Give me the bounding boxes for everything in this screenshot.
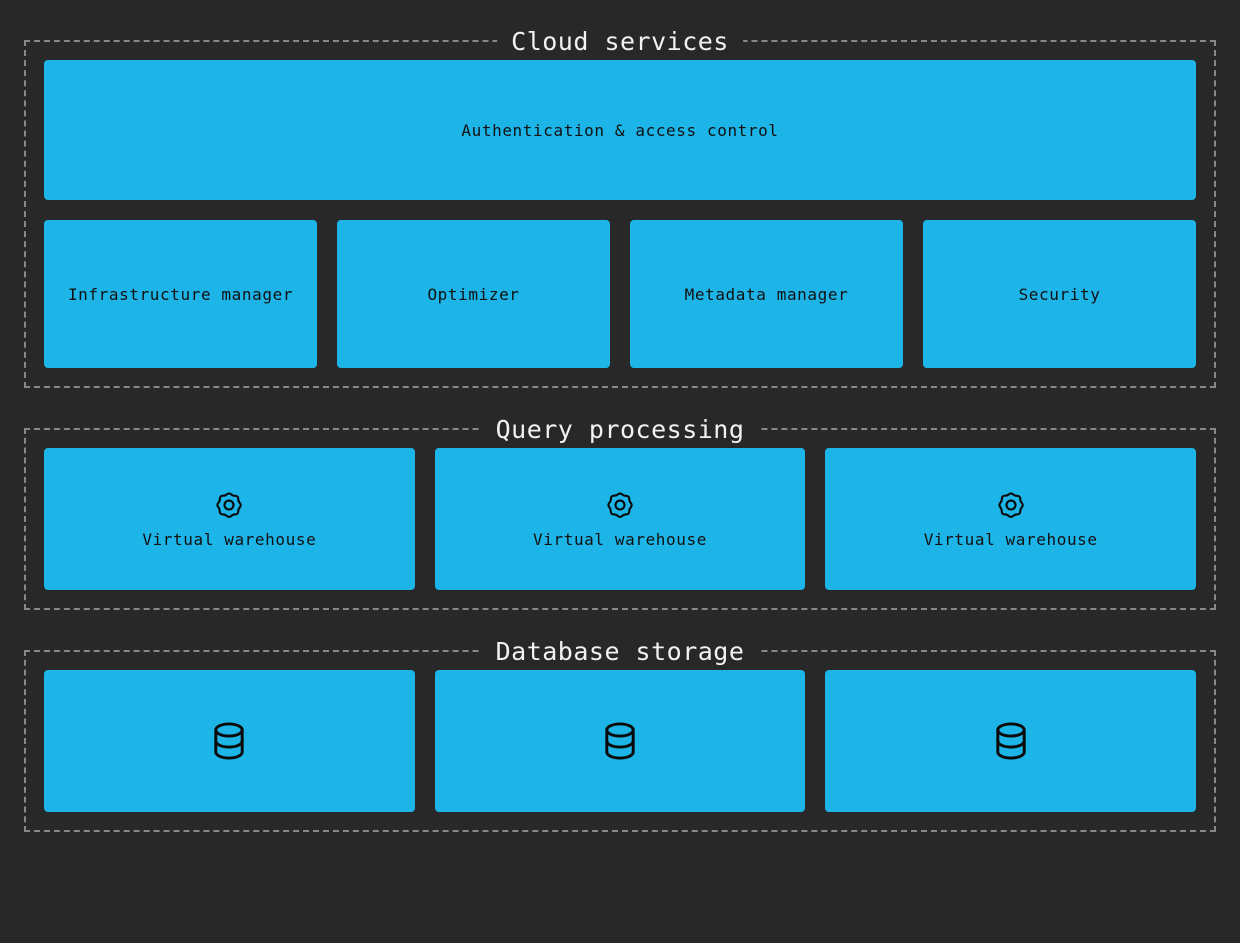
section-body-database-storage [26,652,1214,830]
node-storage-3[interactable] [825,670,1197,812]
section-title-query-processing: Query processing [481,415,759,445]
node-label: Authentication & access control [461,120,779,140]
node-label: Optimizer [427,284,520,304]
row-auth: Authentication & access control [44,60,1196,200]
row-storage [44,670,1197,812]
node-storage-2[interactable] [434,670,806,812]
section-title-cloud-services: Cloud services [497,27,743,57]
section-cloud-services: Cloud services Authentication & access c… [24,27,1216,388]
row-services: Infrastructure manager Optimizer Metadat… [44,220,1196,368]
node-label: Virtual warehouse [533,529,707,549]
gear-icon [214,490,244,520]
node-virtual-warehouse-1[interactable]: Virtual warehouse [44,448,415,590]
node-optimizer[interactable]: Optimizer [337,220,610,368]
node-virtual-warehouse-3[interactable]: Virtual warehouse [825,448,1197,590]
node-label: Virtual warehouse [142,529,317,549]
node-label: Virtual warehouse [923,529,1098,549]
node-metadata-manager[interactable]: Metadata manager [630,220,903,368]
node-label: Security [1018,284,1101,304]
node-authentication-access-control[interactable]: Authentication & access control [44,60,1196,200]
database-icon [207,719,251,763]
database-icon [989,719,1033,763]
node-virtual-warehouse-2[interactable]: Virtual warehouse [434,448,806,590]
section-body-cloud-services: Authentication & access control Infrastr… [26,42,1214,386]
section-title-database-storage: Database storage [481,637,759,667]
section-database-storage: Database storage [24,637,1216,832]
gear-icon [996,490,1026,520]
database-icon [598,719,642,763]
row-virtual-warehouses: Virtual warehouse Virtual warehouse [44,448,1197,590]
node-label: Infrastructure manager [67,284,294,304]
node-storage-1[interactable] [44,670,415,812]
section-body-query-processing: Virtual warehouse Virtual warehouse [26,430,1214,608]
section-query-processing: Query processing Virtual warehouse [24,415,1216,610]
node-infrastructure-manager[interactable]: Infrastructure manager [44,220,317,368]
gear-icon [605,490,635,520]
node-label: Metadata manager [684,284,849,304]
node-security[interactable]: Security [923,220,1196,368]
